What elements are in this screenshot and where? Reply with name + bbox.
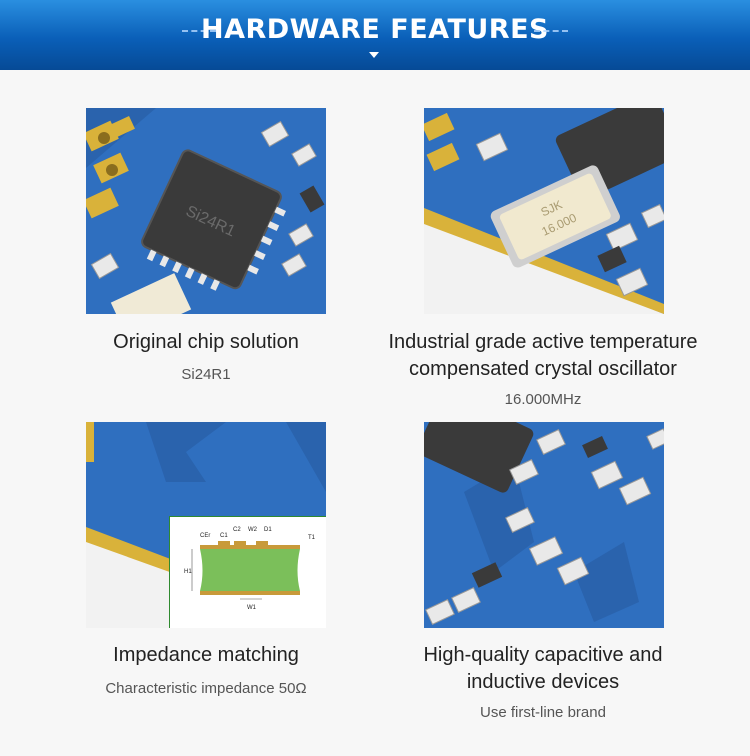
diagram-label-h1: H1 xyxy=(184,569,192,575)
feature-title-impedance: Impedance matching xyxy=(113,644,299,666)
feature-title-crystal-line2: compensated crystal oscillator xyxy=(409,358,677,380)
feature-image-passives xyxy=(424,422,664,628)
page-title: HARDWARE FEATURES xyxy=(200,14,549,45)
feature-title-passives-line1: High-quality capacitive and xyxy=(423,644,663,666)
diagram-label-c1: C1 xyxy=(220,533,228,539)
diagram-label-t1: T1 xyxy=(308,535,316,541)
feature-subtitle-chip: Si24R1 xyxy=(181,366,231,383)
feature-image-chip: Si24R1 xyxy=(86,108,326,314)
feature-subtitle-passives: Use first-line brand xyxy=(480,704,606,721)
feature-subtitle-impedance: Characteristic impedance 50Ω xyxy=(105,680,307,697)
header-dash-left xyxy=(182,30,216,32)
feature-title-chip: Original chip solution xyxy=(113,331,299,353)
caret-down-icon xyxy=(369,52,379,58)
impedance-diagram: CEr C1 C2 W2 D1 T1 H1 W1 xyxy=(169,516,326,628)
feature-title-crystal-line1: Industrial grade active temperature xyxy=(388,331,698,353)
feature-image-crystal: SJK 16.000 xyxy=(424,108,664,314)
feature-subtitle-crystal: 16.000MHz xyxy=(504,391,582,408)
diagram-label-w2: W2 xyxy=(248,527,258,533)
diagram-label-cer: CEr xyxy=(200,533,210,539)
feature-title-passives-line2: inductive devices xyxy=(466,671,620,693)
diagram-label-w1: W1 xyxy=(247,605,257,611)
header-dash-right xyxy=(534,30,568,32)
diagram-label-c2: C2 xyxy=(233,527,241,533)
header-banner: HARDWARE FEATURES xyxy=(0,0,750,70)
diagram-label-d1: D1 xyxy=(264,527,272,533)
feature-image-impedance: CEr C1 C2 W2 D1 T1 H1 W1 xyxy=(86,422,326,628)
